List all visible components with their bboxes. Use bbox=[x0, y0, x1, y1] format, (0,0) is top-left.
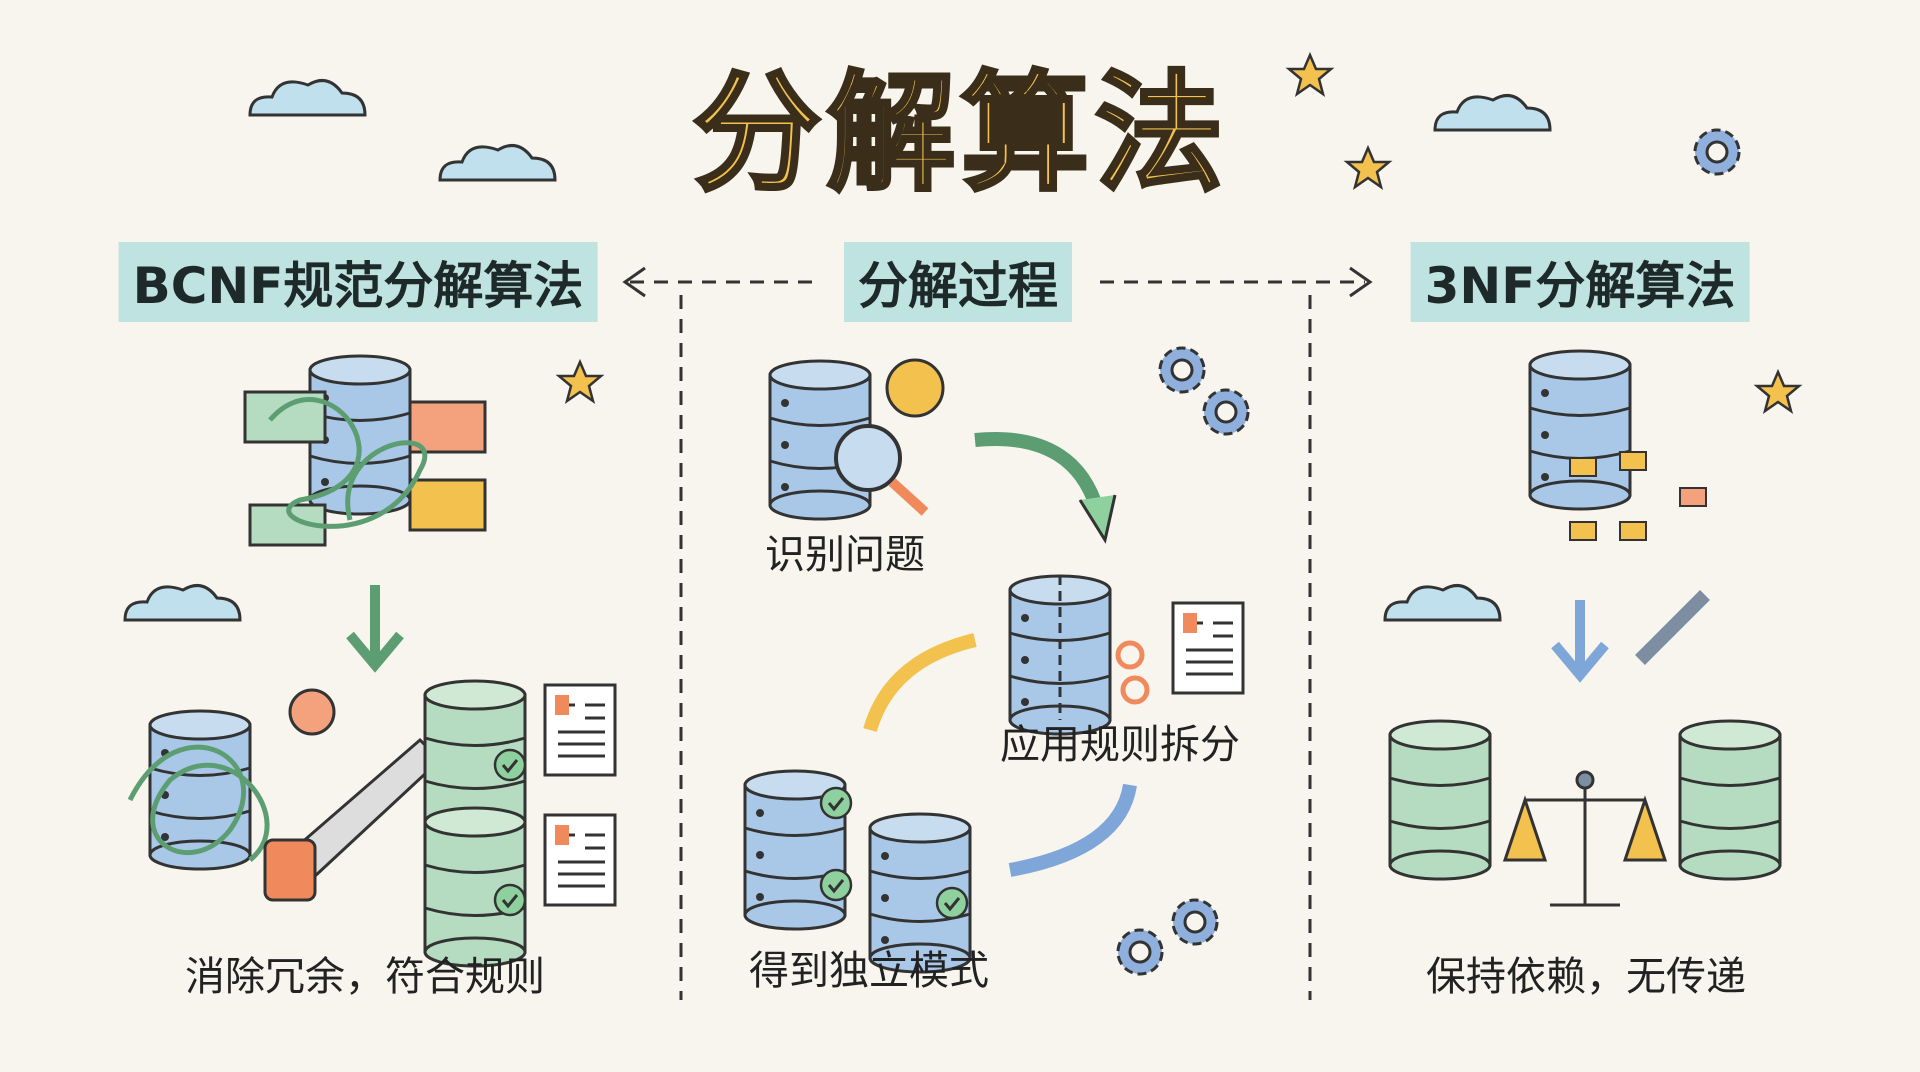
arrow-curve-icon bbox=[1008, 783, 1137, 877]
gear-icon bbox=[1202, 388, 1250, 436]
section-heading-bcnf: BCNF规范分解算法 bbox=[118, 242, 598, 322]
magnifier-icon bbox=[834, 424, 902, 492]
check-icon bbox=[493, 748, 527, 782]
error-icon bbox=[288, 688, 336, 736]
dashed-connectors bbox=[630, 280, 1365, 1000]
database-green-icon bbox=[1388, 719, 1492, 881]
check-icon bbox=[819, 868, 853, 902]
tangle-icon bbox=[127, 744, 270, 862]
tangled-table-icons bbox=[243, 390, 487, 547]
question-bubble-icon bbox=[885, 358, 945, 418]
cloud-icon bbox=[248, 79, 367, 117]
check-icon bbox=[819, 786, 853, 820]
dependency-graph-icon bbox=[1569, 451, 1707, 541]
page-title: 分解算法 bbox=[691, 58, 1230, 211]
arrow-down-icon bbox=[346, 585, 404, 673]
cloud-icon bbox=[438, 144, 557, 182]
scissors-icon bbox=[1115, 640, 1145, 670]
balance-scale-icon bbox=[1502, 770, 1668, 907]
caption-bcnf: 消除冗余，符合规则 bbox=[185, 954, 545, 1000]
arrow-curve-icon bbox=[974, 432, 1107, 522]
gear-icon bbox=[1693, 128, 1741, 176]
star-icon bbox=[1755, 370, 1801, 413]
caption-3nf: 保持依赖，无传递 bbox=[1426, 954, 1746, 1000]
document-icon bbox=[1171, 601, 1245, 695]
cloud-icon bbox=[123, 584, 242, 622]
step-result: 得到独立模式 bbox=[749, 948, 989, 994]
database-icon bbox=[1528, 349, 1632, 511]
gear-icon bbox=[1171, 898, 1219, 946]
cloud-icon bbox=[1383, 584, 1502, 622]
arrow-curve-icon bbox=[863, 633, 977, 733]
section-heading-process: 分解过程 bbox=[844, 242, 1072, 322]
cloud-icon bbox=[1433, 94, 1552, 132]
check-icon bbox=[493, 883, 527, 917]
arrow-heads bbox=[622, 266, 1373, 298]
document-icon bbox=[543, 813, 617, 907]
star-icon bbox=[1287, 53, 1333, 96]
gear-icon bbox=[1116, 928, 1164, 976]
star-icon bbox=[557, 360, 603, 403]
step-identify: 识别问题 bbox=[765, 532, 925, 578]
document-icon bbox=[543, 683, 617, 777]
gear-icon bbox=[1158, 346, 1206, 394]
wrench-icon bbox=[1635, 590, 1710, 665]
arrow-down-icon bbox=[1551, 600, 1609, 683]
step-apply: 应用规则拆分 bbox=[1000, 722, 1240, 768]
section-heading-3nf: 3NF分解算法 bbox=[1410, 242, 1750, 322]
check-icon bbox=[935, 886, 969, 920]
database-green-icon bbox=[1678, 719, 1782, 881]
star-icon bbox=[1345, 146, 1391, 189]
